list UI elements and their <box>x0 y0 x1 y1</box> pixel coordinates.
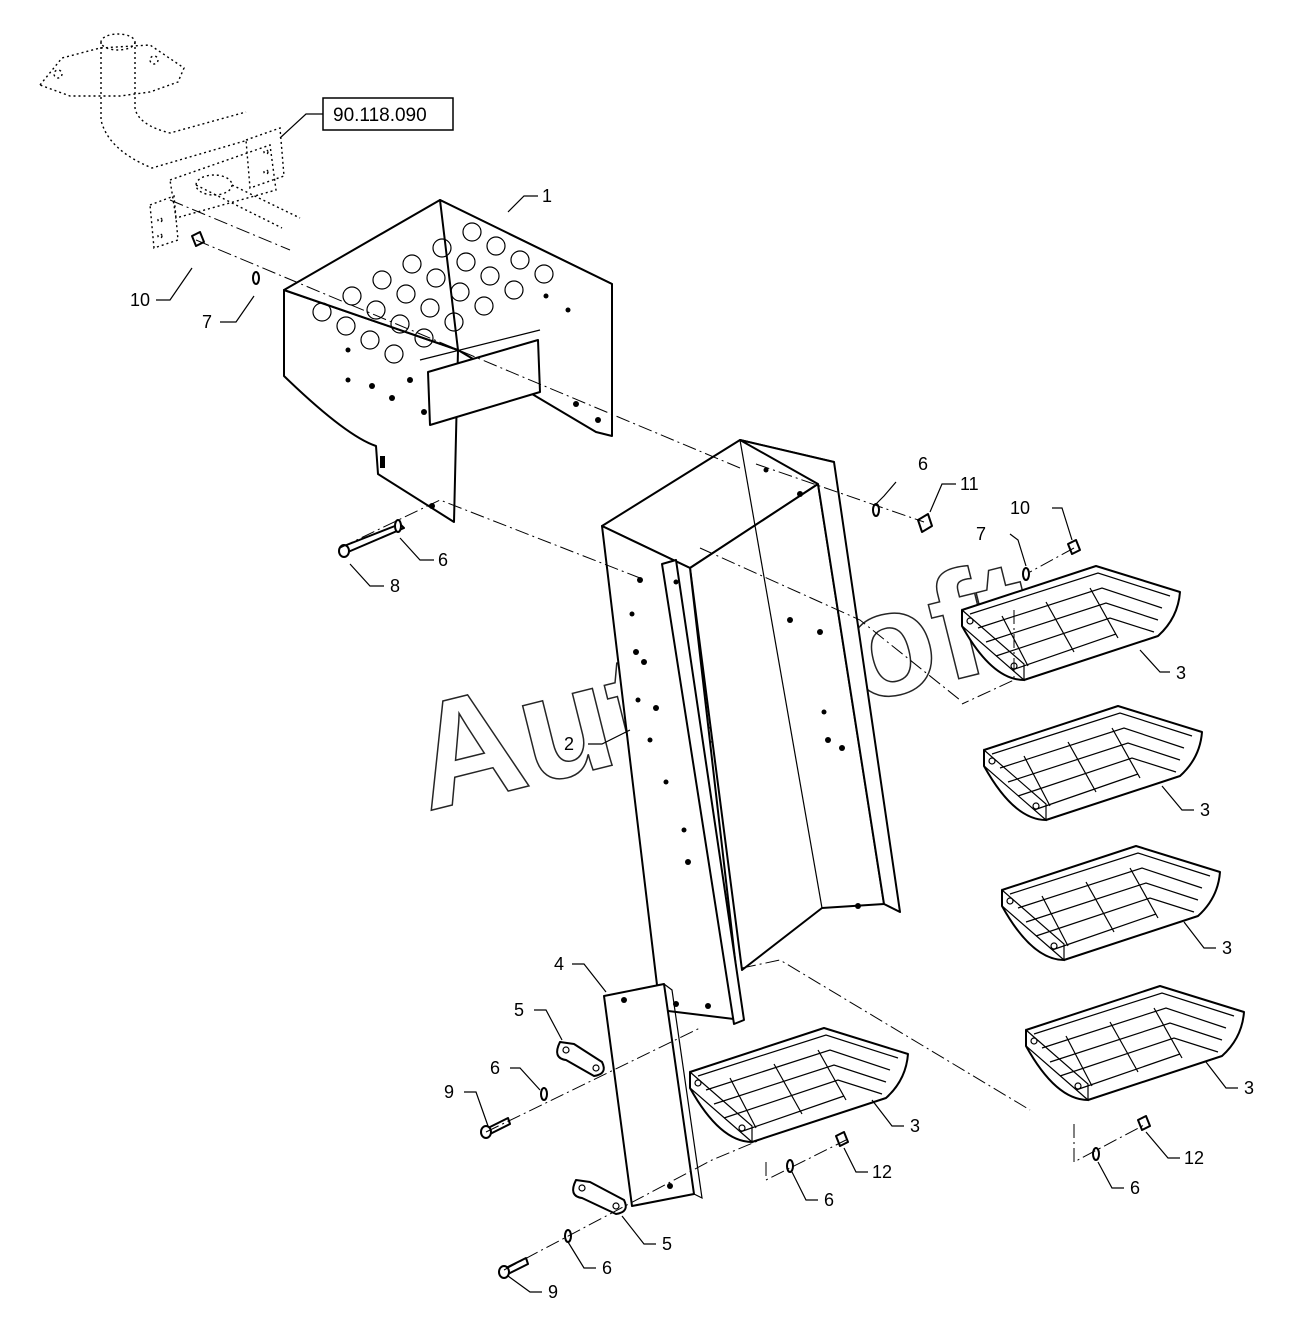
callout-6: 6 <box>490 1058 500 1078</box>
callout-1: 1 <box>542 186 552 206</box>
reference-box: 90.118.090 <box>279 97 454 139</box>
callout-6: 6 <box>1130 1178 1140 1198</box>
callout-9: 9 <box>548 1282 558 1302</box>
callout-5: 5 <box>514 1000 524 1020</box>
callout-6: 6 <box>438 550 448 570</box>
alignment-lines <box>169 199 1147 1271</box>
callout-5: 5 <box>662 1234 672 1254</box>
callout-6: 6 <box>602 1258 612 1278</box>
callout-3: 3 <box>1176 663 1186 683</box>
callout-7: 7 <box>976 524 986 544</box>
callout-4: 4 <box>554 954 564 974</box>
part-2-ladder-frame <box>601 439 901 1025</box>
callout-11: 11 <box>960 474 979 494</box>
part-4-bracket-plate <box>603 983 703 1207</box>
callout-10: 10 <box>130 290 150 310</box>
reference-assembly <box>38 33 301 249</box>
callout-2: 2 <box>564 734 574 754</box>
callout-6: 6 <box>918 454 928 474</box>
reference-label: 90.118.090 <box>333 105 427 126</box>
part-3-tread-2 <box>983 705 1203 821</box>
part-5-link-upper <box>556 1041 605 1077</box>
callout-7: 7 <box>202 312 212 332</box>
callout-labels: 1 2 3 3 3 3 3 4 5 5 6 6 6 6 6 6 7 7 8 9 … <box>130 186 1254 1302</box>
callout-12: 12 <box>872 1162 892 1182</box>
part-1-upper-step <box>283 199 613 523</box>
part-3-tread-5 <box>689 1027 909 1143</box>
callout-3: 3 <box>1200 800 1210 820</box>
callout-leaders <box>156 195 1238 1293</box>
callout-6: 6 <box>824 1190 834 1210</box>
callout-10: 10 <box>1010 498 1030 518</box>
part-3-tread-4 <box>1025 985 1245 1101</box>
part-3-tread-3 <box>1001 845 1221 961</box>
callout-3: 3 <box>1222 938 1232 958</box>
callout-3: 3 <box>910 1116 920 1136</box>
callout-12: 12 <box>1184 1148 1204 1168</box>
callout-8: 8 <box>390 576 400 596</box>
callout-3: 3 <box>1244 1078 1254 1098</box>
callout-9: 9 <box>444 1082 454 1102</box>
part-5-link-lower <box>572 1179 627 1215</box>
